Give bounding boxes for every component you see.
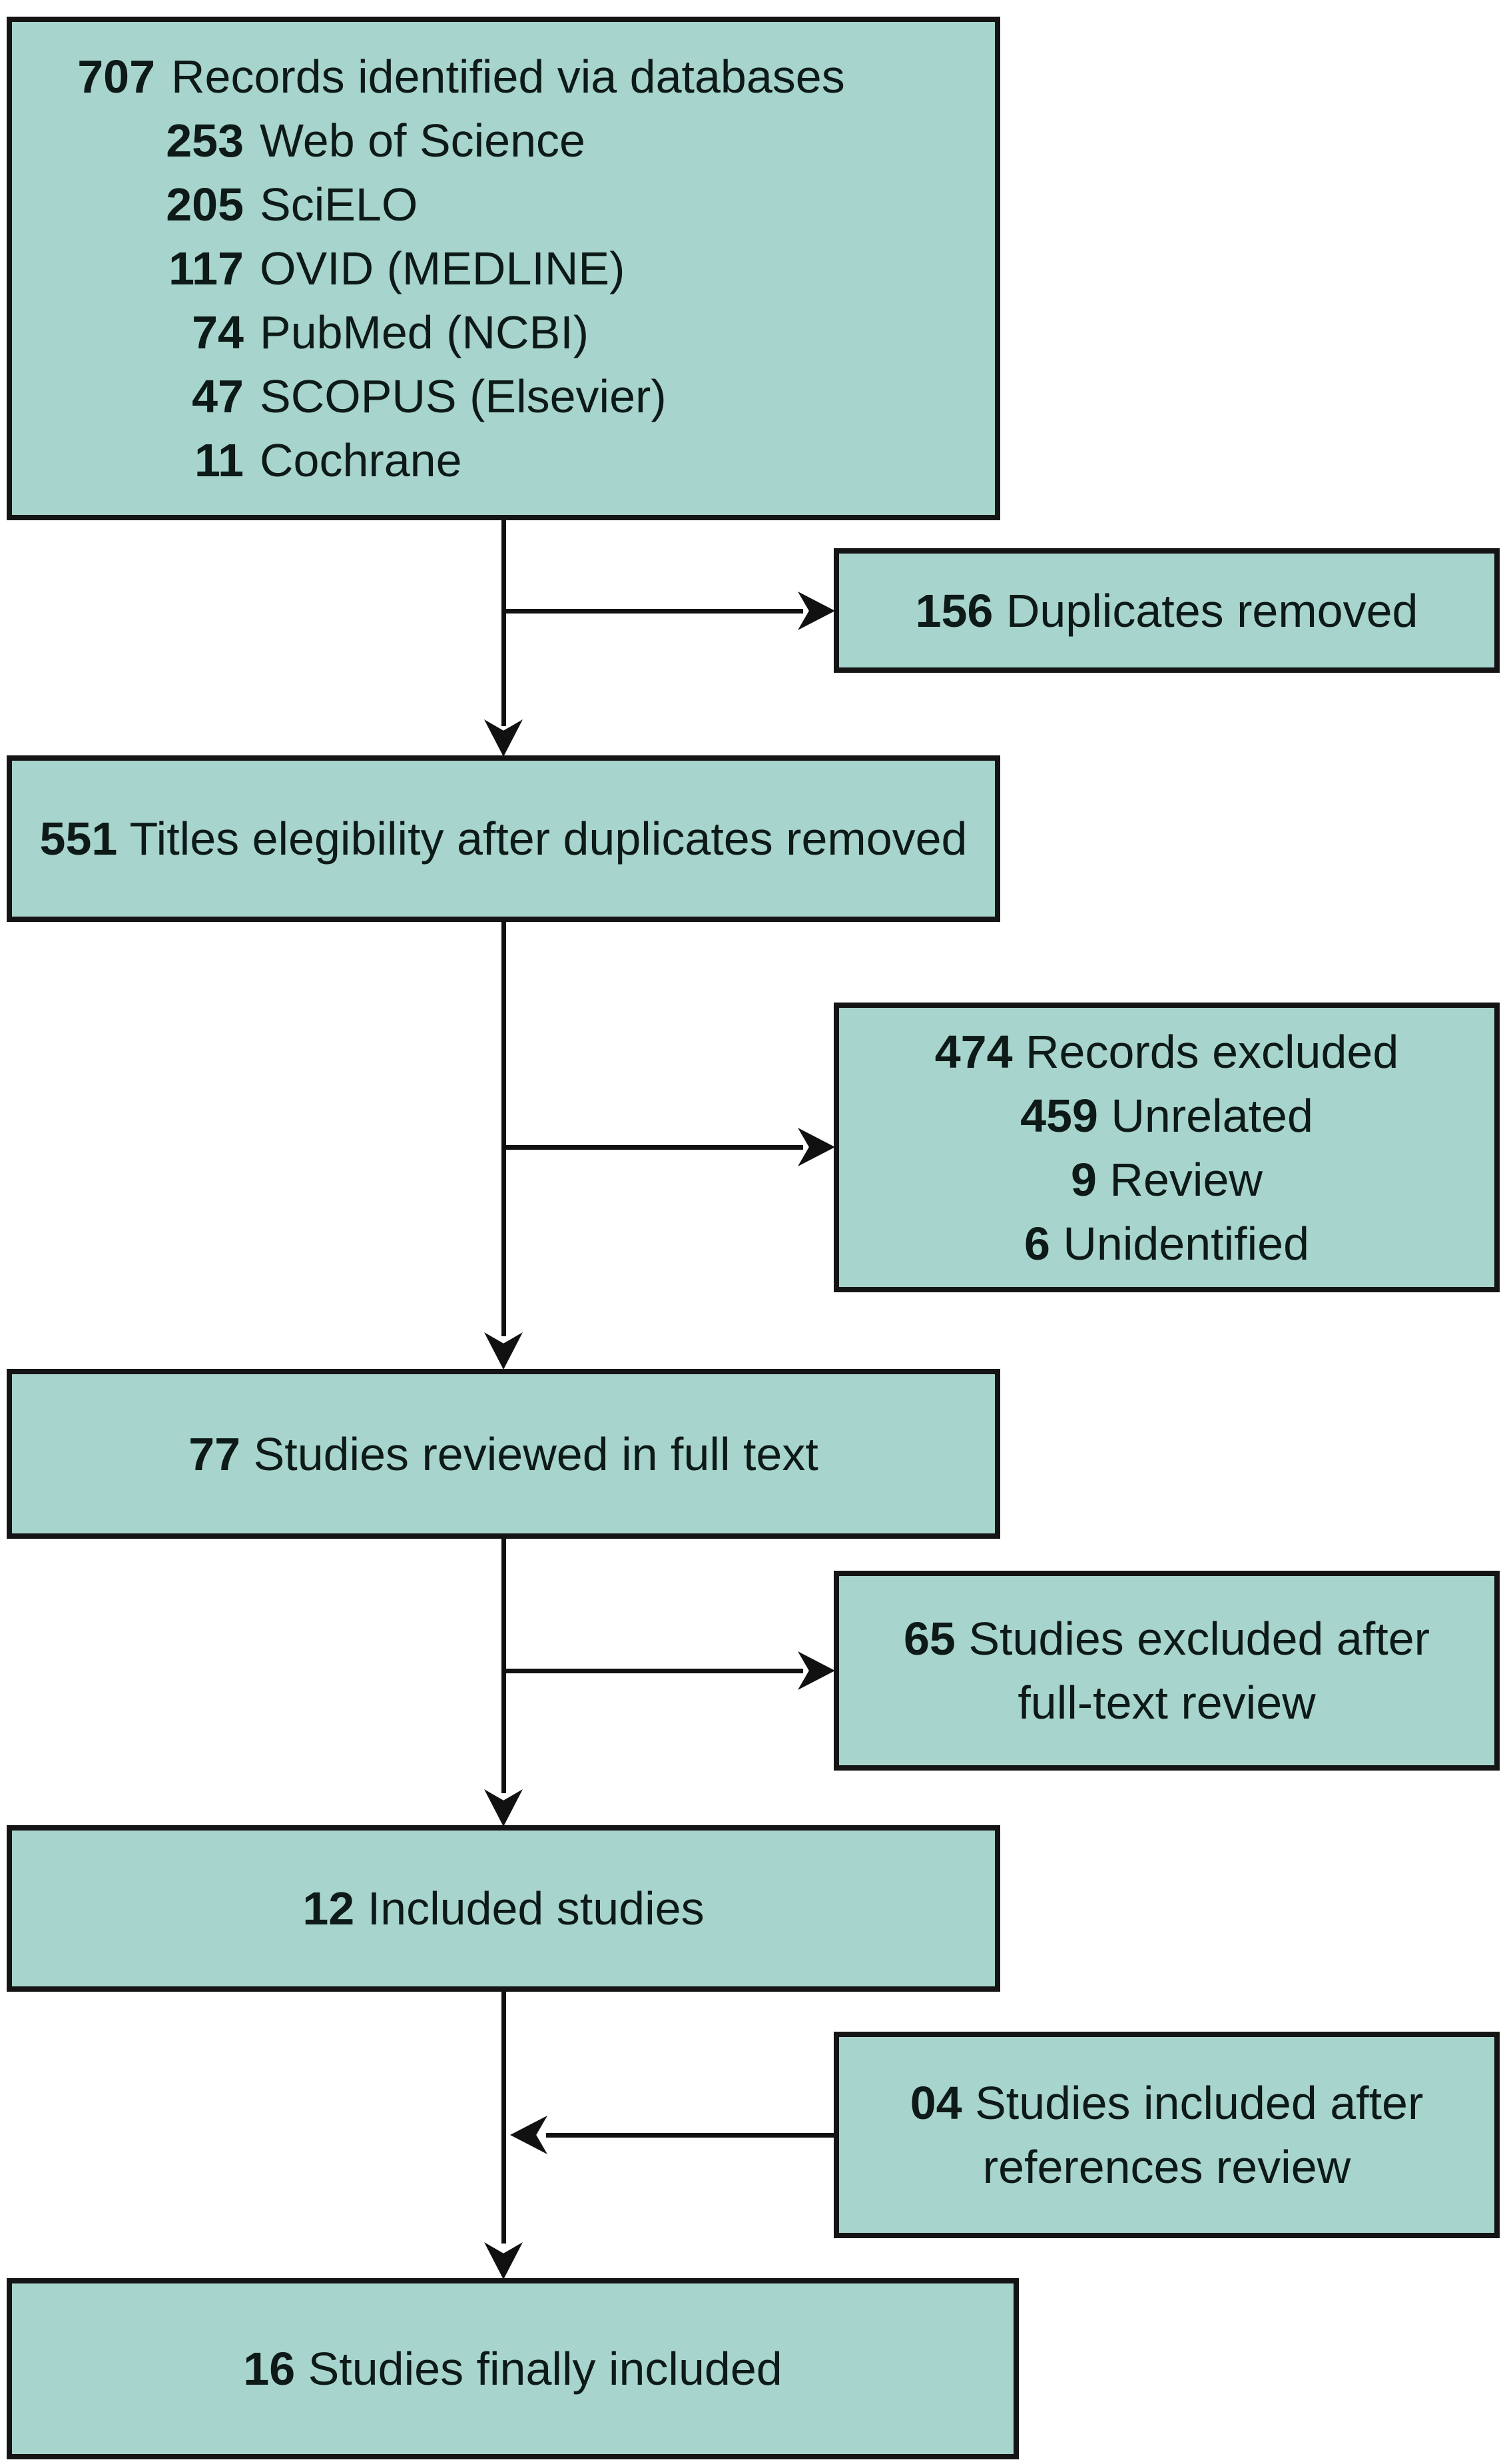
box-references-included: 04 Studies included after references rev… [834, 2032, 1500, 2238]
records-excluded-count: 474 [934, 1025, 1013, 1078]
exclusion-reason: 6 Unidentified [1024, 1212, 1309, 1276]
arrowhead-down-icon [484, 2242, 523, 2279]
connector-titles-to-fulltext [501, 922, 506, 1336]
exclusion-reason: 459 Unrelated [1020, 1084, 1313, 1148]
duplicates-removed-label: Duplicates removed [1006, 584, 1418, 637]
arrowhead-down-icon [484, 1789, 523, 1827]
box-fulltext-reviewed: 77 Studies reviewed in full text [7, 1369, 1000, 1539]
finally-included-text: 16 Studies finally included [243, 2337, 782, 2401]
titles-eligibility-text: 551 Titles elegibility after duplicates … [40, 807, 968, 871]
fulltext-reviewed-text: 77 Studies reviewed in full text [188, 1422, 818, 1486]
duplicates-removed-text: 156 Duplicates removed [916, 579, 1418, 643]
box-included-studies: 12 Included studies [7, 1825, 1000, 1992]
included-studies-label: Included studies [367, 1882, 705, 1934]
source-row: 205 SciELO [12, 173, 995, 236]
duplicates-removed-count: 156 [915, 584, 994, 637]
reason-label: Review [1109, 1153, 1263, 1206]
source-row: 11 Cochrane [12, 428, 995, 492]
source-label: SCOPUS (Elsevier) [260, 370, 667, 422]
source-label: Web of Science [260, 115, 585, 167]
titles-eligibility-label: Titles elegibility after duplicates remo… [129, 813, 968, 865]
fulltext-excluded-text: 65 Studies excluded after full-text revi… [867, 1607, 1466, 1735]
records-identified-label: Records identified via databases [171, 51, 845, 103]
box-records-identified: 707 Records identified via databases 253 W… [7, 17, 1000, 520]
arrowhead-right-icon [798, 592, 835, 630]
references-included-label: Studies included after references review [975, 2077, 1424, 2193]
source-label: PubMed (NCBI) [260, 306, 589, 358]
arrowhead-down-icon [484, 1332, 523, 1370]
finally-included-label: Studies finally included [308, 2343, 782, 2395]
reason-label: Unidentified [1063, 1217, 1310, 1270]
fulltext-reviewed-label: Studies reviewed in full text [253, 1428, 818, 1480]
source-row: 47 SCOPUS (Elsevier) [12, 364, 995, 428]
source-row: 253 Web of Science [12, 109, 995, 173]
arrowhead-right-icon [798, 1651, 835, 1690]
included-studies-count: 12 [302, 1882, 355, 1934]
records-excluded-title: 474 Records excluded [935, 1020, 1399, 1084]
reason-count: 6 [1024, 1217, 1050, 1270]
fulltext-excluded-label: Studies excluded after full-text review [968, 1613, 1430, 1729]
connector-included-to-final [501, 1992, 506, 2244]
fulltext-reviewed-count: 77 [188, 1428, 241, 1480]
source-count: 47 [192, 370, 244, 422]
exclusion-reason: 9 Review [1071, 1148, 1263, 1212]
references-included-text: 04 Studies included after references rev… [867, 2071, 1466, 2199]
connector-fulltext-to-included [501, 1539, 506, 1793]
reason-count: 459 [1020, 1089, 1098, 1142]
box-fulltext-excluded: 65 Studies excluded after full-text revi… [834, 1571, 1500, 1771]
box-titles-eligibility: 551 Titles elegibility after duplicates … [7, 755, 1000, 922]
source-count: 117 [168, 242, 244, 294]
source-row: 74 PubMed (NCBI) [12, 300, 995, 364]
source-count: 205 [166, 179, 244, 230]
reason-count: 9 [1071, 1153, 1097, 1206]
reason-label: Unrelated [1111, 1089, 1313, 1142]
finally-included-count: 16 [243, 2343, 296, 2395]
titles-eligibility-count: 551 [39, 813, 118, 865]
connector-to-excluded [503, 1145, 803, 1150]
records-identified-content: 707 Records identified via databases 253 W… [12, 45, 995, 492]
box-duplicates-removed: 156 Duplicates removed [834, 548, 1500, 673]
records-identified-title: 707 Records identified via databases [12, 45, 995, 109]
connector-from-references [546, 2133, 834, 2138]
source-label: OVID (MEDLINE) [260, 242, 625, 294]
arrowhead-left-icon [510, 2116, 547, 2154]
source-count: 253 [166, 115, 244, 167]
records-identified-count: 707 [77, 51, 155, 103]
arrowhead-right-icon [798, 1128, 835, 1166]
source-row: 117 OVID (MEDLINE) [12, 236, 995, 300]
source-count: 11 [194, 434, 244, 486]
source-label: SciELO [260, 179, 418, 230]
source-count: 74 [192, 306, 244, 358]
connector-to-duplicates [503, 609, 803, 614]
connector-identified-to-titles [501, 520, 506, 726]
fulltext-excluded-count: 65 [904, 1613, 956, 1665]
references-included-count: 04 [910, 2077, 962, 2129]
connector-to-fulltext-excluded [503, 1669, 803, 1673]
source-label: Cochrane [260, 434, 462, 486]
records-excluded-label: Records excluded [1025, 1025, 1399, 1078]
included-studies-text: 12 Included studies [302, 1876, 704, 1940]
box-records-excluded: 474 Records excluded 459 Unrelated 9 Rev… [834, 1003, 1500, 1292]
box-finally-included: 16 Studies finally included [7, 2278, 1019, 2459]
